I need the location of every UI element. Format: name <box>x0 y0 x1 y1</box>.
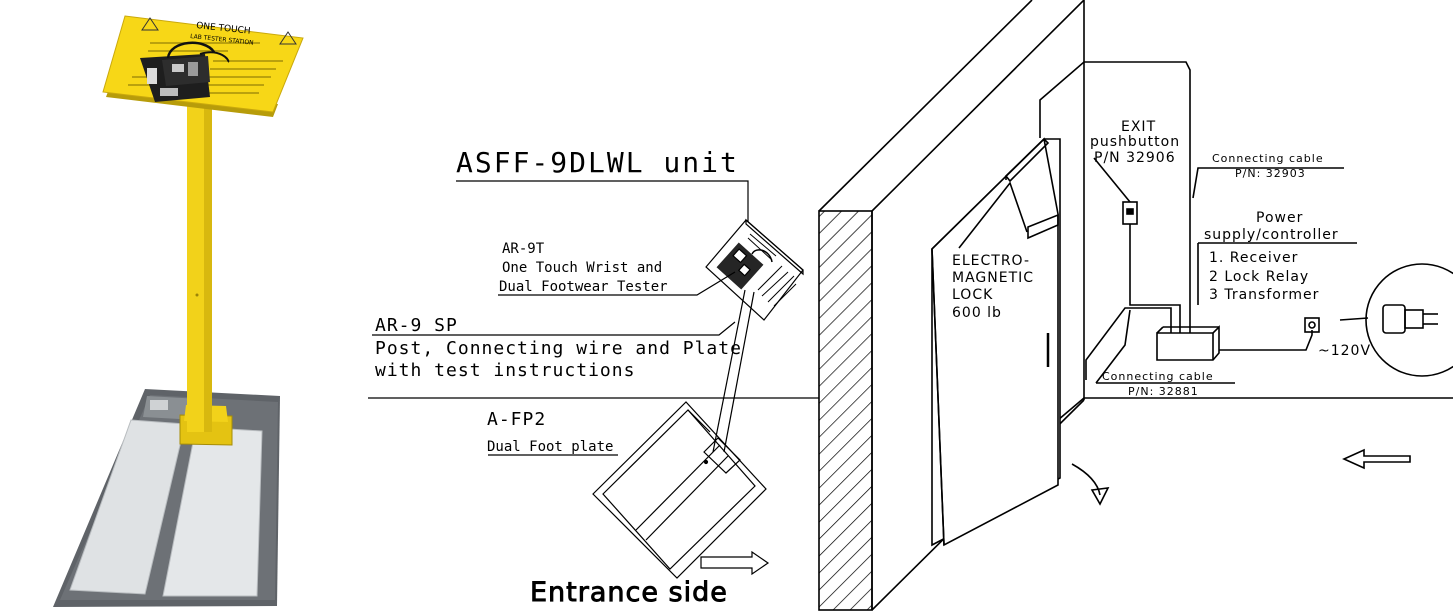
tester-desc-line1: One Touch Wrist and <box>502 260 662 276</box>
tester-desc-line2: Dual Footwear Tester <box>499 279 668 295</box>
entrance-label: Entrance side <box>530 577 728 608</box>
post-photo <box>179 102 233 446</box>
tester-drawing <box>368 180 819 579</box>
exit-part-number: P/N 32906 <box>1094 150 1176 166</box>
cable-top-part-number: P/N: 32903 <box>1235 167 1306 180</box>
tester-station-photo: ONE TOUCH LAB TESTER STATION <box>53 15 304 607</box>
voltage-label: ~120V <box>1318 343 1371 359</box>
exit-label-line1: EXIT <box>1121 119 1156 135</box>
post-code-label: AR-9 SP <box>375 315 458 336</box>
power-item-lock-relay: 2 Lock Relay <box>1209 269 1309 285</box>
unit-label: ASFF-9DLWL unit <box>456 146 739 179</box>
cable-bottom-part-number: P/N: 32881 <box>1128 385 1199 398</box>
exit-label-line2: pushbutton <box>1090 134 1180 150</box>
power-label-line2: supply/controller <box>1204 227 1339 243</box>
tester-device-photo <box>140 41 230 102</box>
lock-label-line4: 600 lb <box>952 305 1002 321</box>
plate-desc-label: Dual Foot plate <box>487 439 613 455</box>
sign-board-photo: ONE TOUCH LAB TESTER STATION <box>102 15 304 117</box>
lock-label-line2: MAGNETIC <box>952 270 1034 286</box>
dual-foot-plate-photo <box>53 389 280 607</box>
wall-drawing <box>818 0 1453 611</box>
post-desc-line2: with test instructions <box>375 360 635 381</box>
cable-bottom-label: Connecting cable <box>1102 370 1214 383</box>
power-item-receiver: 1. Receiver <box>1209 250 1298 266</box>
power-label-line1: Power <box>1256 210 1303 226</box>
lock-label-line3: LOCK <box>952 287 993 303</box>
plate-code-label: A-FP2 <box>487 409 546 430</box>
tester-code-label: AR-9T <box>502 241 545 257</box>
lock-label-line1: ELECTRO- <box>952 253 1030 269</box>
cable-top-label: Connecting cable <box>1212 152 1324 165</box>
post-desc-line1: Post, Connecting wire and Plate <box>375 338 742 359</box>
power-item-transformer: 3 Transformer <box>1209 287 1319 303</box>
